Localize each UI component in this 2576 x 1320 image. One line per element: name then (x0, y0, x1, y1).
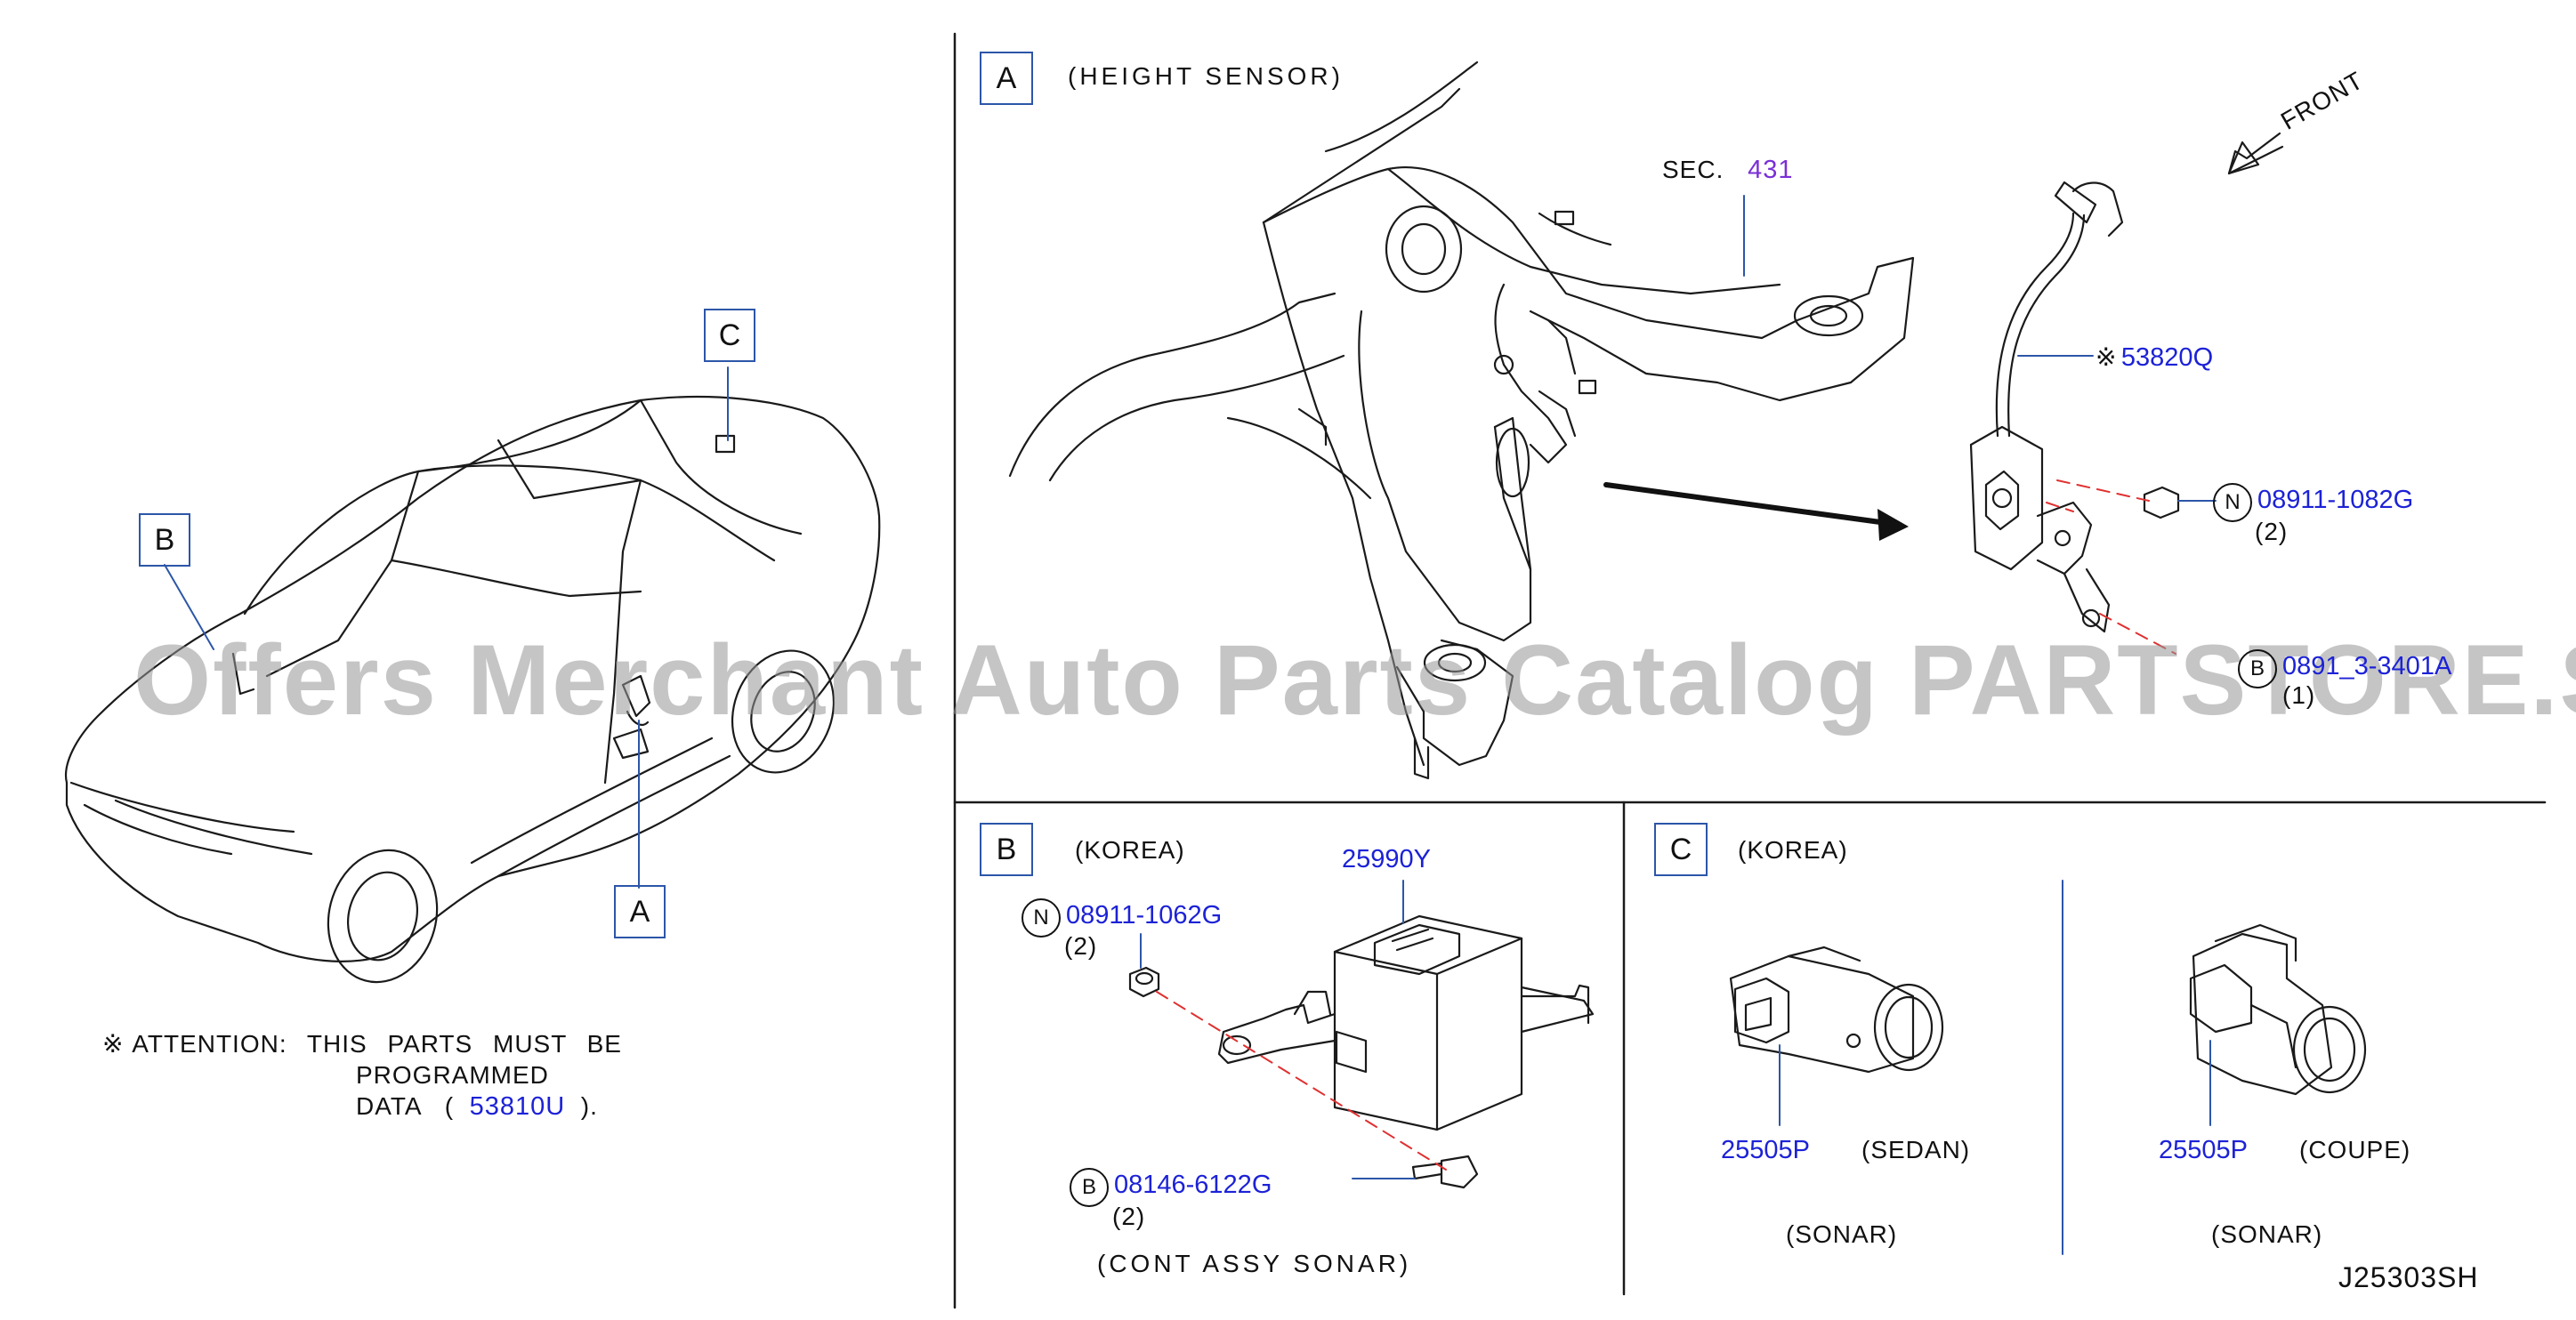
attention-data-line: DATA ( 53810U ). (356, 1092, 598, 1122)
panel-b-letter: B (980, 823, 1033, 876)
sonar-sensor-coupe-illustration (2189, 923, 2367, 1096)
sonar-control-illustration (1128, 914, 1595, 1189)
front-arrow (2227, 132, 2284, 175)
car-illustration (64, 395, 881, 984)
callout-box-a[interactable]: A (614, 885, 666, 938)
panel-c-letter: C (1654, 823, 1708, 876)
red-dashed-assembly-b (1156, 991, 1447, 1171)
nut-n-icon: N (2213, 483, 2252, 522)
nut-b-qty: (2) (1064, 932, 1098, 960)
callout-box-c[interactable]: C (704, 309, 755, 362)
bolt-b-icon: B (2238, 649, 2277, 688)
bolt-b-qty: (2) (1112, 1203, 1146, 1230)
detail-arrow-head (1877, 509, 1909, 541)
bolt-b-icon: B (1070, 1168, 1109, 1207)
attention-note: ※ ATTENTION: THIS PARTS MUST BE (102, 1029, 622, 1058)
panel-b-caption: (CONT ASSY SONAR) (1097, 1250, 1412, 1277)
sensor-53820q-label: ※ 53820Q (2096, 342, 2213, 373)
part-link-25505p-coupe[interactable]: 25505P (2159, 1136, 2248, 1164)
sonar-caption-coupe: (SONAR) (2211, 1220, 2323, 1248)
part-link-53810u[interactable]: 53810U (469, 1092, 566, 1121)
panel-c-title: (KOREA) (1738, 836, 1848, 864)
part-link-bolt-a[interactable]: 0891_3-3401A (2282, 652, 2452, 680)
diagram-id: J25303SH (2338, 1261, 2479, 1293)
sedan-variant: (SEDAN) (1861, 1136, 1971, 1163)
attention-data-prefix: DATA ( (356, 1092, 455, 1120)
sec-label: SEC. 431 (1662, 156, 1794, 185)
attention-data-suffix: ). (580, 1092, 598, 1120)
watermark: Offers Merchant Auto Parts Catalog PARTS… (133, 624, 2576, 736)
part-link-25990y[interactable]: 25990Y (1342, 845, 1431, 873)
sec-prefix: SEC. (1662, 156, 1724, 183)
part-link-08911-1082g[interactable]: 08911-1082G (2257, 486, 2414, 514)
panel-a-title: (HEIGHT SENSOR) (1068, 62, 1344, 90)
panel-a-letter: A (980, 52, 1033, 105)
detail-arrow-line (1603, 482, 1902, 527)
asterisk-icon: ※ (2096, 343, 2118, 371)
attention-line2: PROGRAMMED (356, 1061, 549, 1089)
part-link-08911-1062g[interactable]: 08911-1062G (1066, 901, 1223, 930)
sonar-caption-sedan: (SONAR) (1786, 1220, 1898, 1248)
sec-431-link[interactable]: 431 (1748, 156, 1794, 184)
part-link-53820q[interactable]: 53820Q (2120, 343, 2214, 372)
leader-b (164, 564, 214, 650)
nut-n-icon: N (1022, 898, 1061, 938)
bolt-a-qty: (1) (2282, 681, 2316, 709)
red-dashed-assembly-a (2046, 479, 2176, 655)
subframe-illustration (1008, 60, 1915, 780)
asterisk-icon: ※ (102, 1030, 125, 1058)
nut-a-qty: (2) (2255, 518, 2289, 545)
callout-box-b[interactable]: B (139, 513, 190, 567)
part-link-08146-6122g[interactable]: 08146-6122G (1114, 1171, 1272, 1199)
attention-line1: ATTENTION: THIS PARTS MUST BE (132, 1030, 622, 1058)
height-sensor-illustration (1969, 181, 2180, 633)
sonar-sensor-sedan-illustration (1729, 946, 1944, 1074)
part-link-25505p-sedan[interactable]: 25505P (1721, 1136, 1810, 1164)
coupe-variant: (COUPE) (2299, 1136, 2411, 1163)
panel-b-title: (KOREA) (1075, 836, 1185, 864)
